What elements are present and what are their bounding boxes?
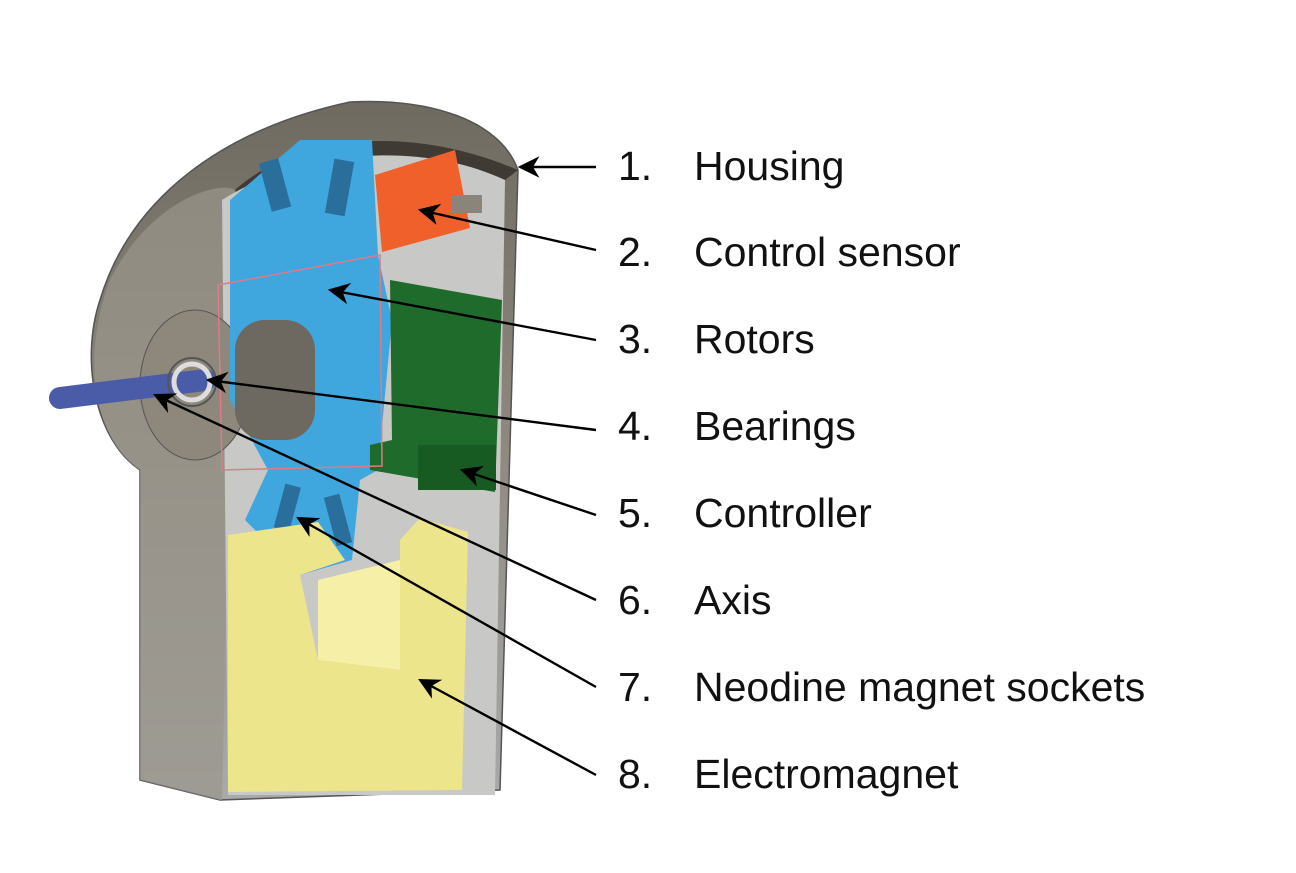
arrow-rotors — [327, 282, 597, 342]
label-rotors: Rotors — [694, 316, 815, 362]
rotor-slot — [323, 493, 353, 547]
arrow-electromagnet — [418, 678, 597, 777]
arrow-control-sensor — [417, 203, 597, 252]
controller — [370, 280, 502, 492]
arrow-axis — [153, 393, 597, 602]
housing-front-disc — [94, 187, 235, 800]
sensor-tab — [452, 195, 482, 213]
control-sensor — [375, 150, 470, 252]
selection-frame — [217, 254, 383, 471]
arrow-magnet-sockets — [296, 516, 597, 689]
label-number: 3. — [618, 316, 653, 362]
label-number: 8. — [618, 751, 653, 797]
label-control-sensor: Control sensor — [694, 229, 961, 275]
label-number: 1. — [618, 143, 653, 189]
label-magnet-sockets: Neodine magnet sockets — [694, 664, 1146, 710]
rotor-slot — [273, 483, 301, 532]
axis — [49, 369, 216, 409]
rotor-slot — [258, 158, 292, 212]
rotor-slot — [324, 158, 355, 217]
label-number: 4. — [618, 403, 653, 449]
label-number: 5. — [618, 490, 653, 536]
label-housing: Housing — [694, 143, 845, 189]
electromagnet-inner — [318, 560, 400, 670]
label-number: 6. — [618, 577, 653, 623]
label-axis: Axis — [694, 577, 772, 623]
arrow-controller — [459, 465, 597, 517]
rotor-hub — [235, 320, 315, 440]
leader-arrows — [153, 156, 597, 777]
label-bearings: Bearings — [694, 403, 856, 449]
electromagnet — [228, 518, 468, 792]
controller-connector — [418, 445, 496, 490]
label-number: 2. — [618, 229, 653, 275]
arrow-bearings — [205, 371, 597, 432]
label-controller: Controller — [694, 490, 872, 536]
label-electromagnet: Electromagnet — [694, 751, 959, 797]
label-number: 7. — [618, 664, 653, 710]
